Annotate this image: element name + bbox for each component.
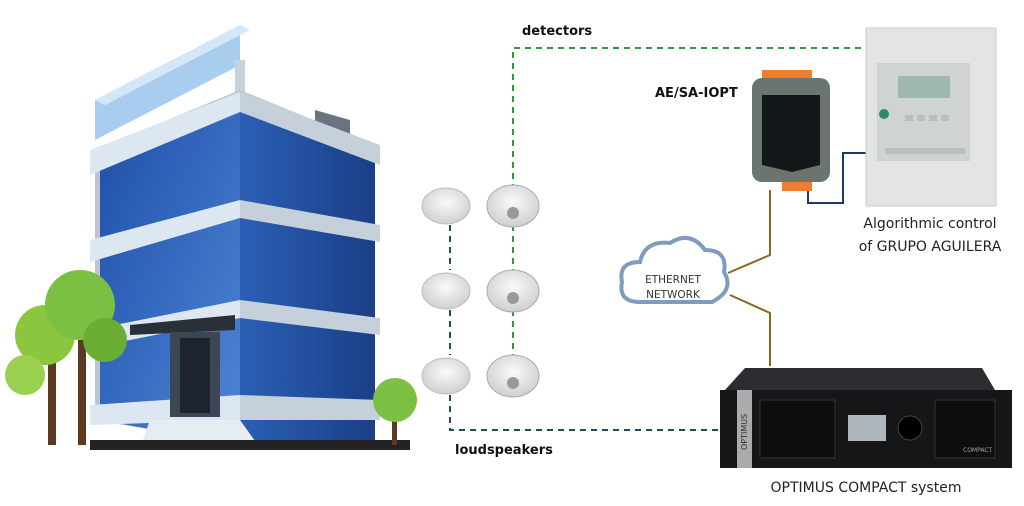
rack-brand: OPTIMUS xyxy=(740,414,749,450)
speaker-wiring xyxy=(449,225,724,431)
network-label-line2: NETWORK xyxy=(646,289,701,301)
smoke-detector-icon xyxy=(486,184,540,228)
network-label-line1: ETHERNET xyxy=(645,274,701,286)
smoke-detector-icon xyxy=(486,354,540,398)
optimus-compact-rack: OPTIMUS COMPACT xyxy=(720,368,1012,468)
fire-control-panel xyxy=(865,27,997,207)
ae-sa-iopt-module xyxy=(752,70,830,191)
building-illustration xyxy=(90,25,410,450)
detector-wiring xyxy=(512,47,866,355)
rack-model: COMPACT xyxy=(963,447,993,454)
system-label: OPTIMUS COMPACT system xyxy=(771,480,962,496)
small-tree-icon xyxy=(373,378,417,445)
control-cable xyxy=(807,152,867,204)
smoke-detector-icon xyxy=(486,269,540,313)
loudspeaker-icon xyxy=(421,187,471,225)
module-label: AE/SA-IOPT xyxy=(655,86,738,101)
control-label-line1: Algorithmic control xyxy=(863,216,996,232)
tree-icon xyxy=(5,270,127,445)
ethernet-network-cloud: ETHERNET NETWORK xyxy=(619,235,730,304)
control-label-line2: of GRUPO AGUILERA xyxy=(859,239,1002,255)
loudspeaker-group xyxy=(421,187,471,395)
loudspeaker-icon xyxy=(421,272,471,310)
detector-group xyxy=(486,184,540,398)
detectors-label: detectors xyxy=(522,24,592,39)
ethernet-cable xyxy=(727,190,771,366)
loudspeakers-label: loudspeakers xyxy=(455,443,553,458)
loudspeaker-icon xyxy=(421,357,471,395)
